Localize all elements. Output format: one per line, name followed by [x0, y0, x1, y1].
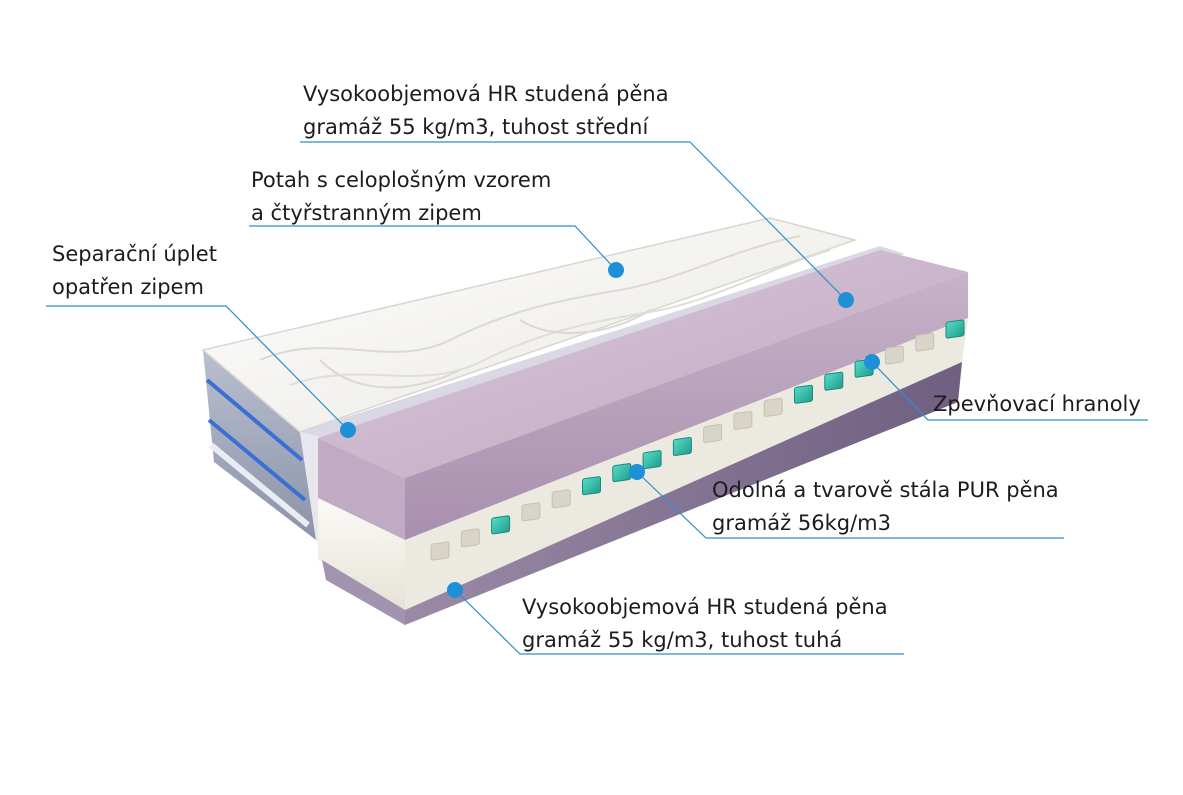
- callout-bottom-foam: Vysokoobjemová HR studená pěna gramáž 55…: [522, 591, 888, 657]
- marker-dot-4: [864, 354, 880, 370]
- core-foam-layer: [318, 318, 968, 610]
- callout-top-foam-line1: Vysokoobjemová HR studená pěna: [303, 82, 669, 106]
- quilted-cover: [201, 217, 858, 433]
- callout-core-foam: Odolná a tvarově stála PUR pěna gramáž 5…: [712, 474, 1059, 540]
- reinforcement-block: [945, 319, 965, 339]
- reinforcement-block: [794, 384, 813, 404]
- core-cutout: [763, 397, 783, 417]
- marker-dot-2: [608, 262, 624, 278]
- bottom-foam-layer: [322, 362, 962, 625]
- leader-2: [249, 225, 617, 271]
- callout-reinforcement-blocks: Zpevňovací hranoly: [933, 388, 1141, 421]
- callout-cover: Potah s celoplošným vzorem a čtyřstranný…: [251, 164, 551, 230]
- leader-1: [300, 141, 847, 301]
- callout-cover-line2: a čtyřstranným zipem: [251, 201, 482, 225]
- leader-4: [871, 361, 1148, 421]
- callout-bottom-foam-line1: Vysokoobjemová HR studená pěna: [522, 595, 888, 619]
- callout-core-foam-line1: Odolná a tvarově stála PUR pěna: [712, 478, 1059, 502]
- marker-dot-1: [838, 292, 854, 308]
- core-cutout: [915, 332, 935, 352]
- reinforcement-block: [491, 515, 511, 535]
- cover-side-panel: [203, 350, 316, 540]
- core-cutout: [884, 345, 904, 365]
- leader-3: [46, 305, 349, 431]
- callout-top-foam-line2: gramáž 55 kg/m3, tuhost střední: [303, 115, 649, 139]
- core-cutout: [430, 541, 450, 561]
- top-foam-layer: [318, 250, 968, 540]
- core-cutouts: [430, 332, 935, 561]
- callout-reinforcement-blocks-line1: Zpevňovací hranoly: [933, 392, 1141, 416]
- callout-core-foam-line2: gramáž 56kg/m3: [712, 511, 891, 535]
- leader-6: [454, 589, 904, 655]
- core-cutout: [703, 423, 723, 444]
- reinforcement-block: [612, 463, 632, 483]
- core-cutout: [521, 502, 541, 522]
- marker-dot-3: [340, 422, 356, 438]
- marker-dot-5: [629, 464, 645, 480]
- core-cutout: [551, 489, 571, 509]
- callout-bottom-foam-line2: gramáž 55 kg/m3, tuhost tuhá: [522, 628, 843, 652]
- callout-separation-knit-line2: opatřen zipem: [52, 275, 204, 299]
- callout-separation-knit-line1: Separační úplet: [52, 242, 217, 266]
- core-cutout: [460, 528, 480, 548]
- reinforcement-block: [642, 450, 662, 470]
- callout-top-foam: Vysokoobjemová HR studená pěna gramáž 55…: [303, 78, 669, 144]
- leader-lines: [46, 141, 1148, 655]
- callout-cover-line1: Potah s celoplošným vzorem: [251, 168, 552, 192]
- core-cutout: [733, 410, 753, 430]
- marker-dot-6: [447, 582, 463, 598]
- marker-dots: [340, 262, 880, 598]
- reinforcement-block: [672, 436, 692, 457]
- leader-5: [636, 471, 1064, 539]
- callout-separation-knit: Separační úplet opatřen zipem: [52, 238, 217, 304]
- reinforcement-block: [582, 476, 601, 496]
- reinforcement-block: [824, 371, 844, 391]
